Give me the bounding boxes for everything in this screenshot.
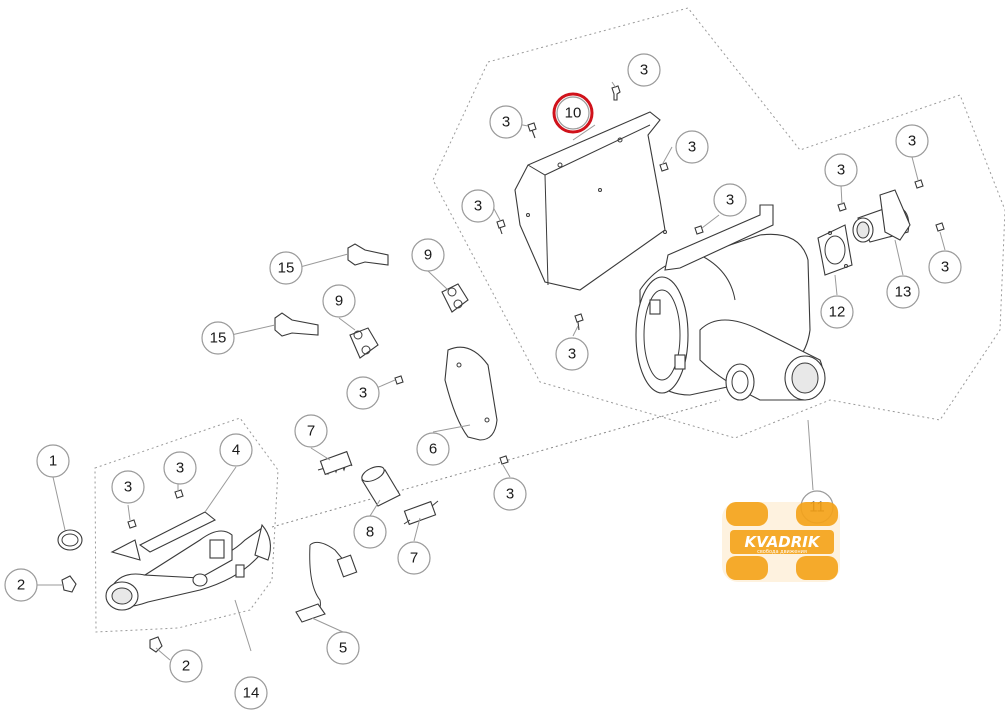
callout-9-upper: 9 [411,238,445,272]
nut-lower [149,636,163,653]
callout-15-upper: 15 [269,251,303,285]
callout-3-rear-b: 3 [895,124,929,158]
callout-3-shield-f: 3 [555,337,589,371]
callout-3-rear-a-label: 3 [837,162,845,179]
spring-lower [403,500,439,526]
screw-4 [496,219,506,235]
callout-3-shield-e-label: 3 [726,192,734,209]
oxygen-sensor [295,541,358,623]
callout-3-shield-f-label: 3 [568,346,576,363]
screw-1 [611,85,621,101]
screw-3 [659,162,669,172]
callout-10-label: 10 [565,105,582,122]
callout-2-upper-label: 2 [17,577,25,594]
callout-3-mid-a-label: 3 [359,385,367,402]
tail-pipe [852,189,911,243]
callout-3-shield-b-label: 3 [502,114,510,131]
screw-9 [935,222,945,232]
callout-9-upper-label: 9 [424,247,432,264]
leader-lines [37,81,946,661]
callout-9-lower-label: 9 [335,293,343,310]
callout-14: 14 [234,676,268,710]
bracket-lower [349,327,379,359]
callout-2-lower-label: 2 [182,658,190,675]
screw-8 [914,179,924,189]
callout-12-label: 12 [829,304,846,321]
bolt-lower [274,312,319,337]
highlight-ring [552,92,594,134]
o-ring [57,529,83,551]
callout-1-label: 1 [49,453,57,470]
callout-3-mid-b-label: 3 [506,486,514,503]
callout-1: 1 [36,444,70,478]
screw-5 [694,225,704,235]
callout-3-mid-a: 3 [346,376,380,410]
callout-15-upper-label: 15 [278,260,295,277]
heat-shield [514,111,667,291]
callout-3-shield-b: 3 [489,105,523,139]
callout-3-shield-c-label: 3 [688,139,696,156]
callout-14-label: 14 [243,685,260,702]
callout-3-rear-a: 3 [824,153,858,187]
callout-7-lower: 7 [397,541,431,575]
callout-13: 13 [886,275,920,309]
screw-12 [127,519,137,529]
muffler-body [635,204,826,401]
header-pipe-group-outline [94,417,279,633]
callout-2-upper: 2 [4,568,38,602]
callout-15-lower-label: 15 [210,330,227,347]
callout-3-shield-c: 3 [675,130,709,164]
callout-3-header-b-label: 3 [176,460,184,477]
callout-3-header-a-label: 3 [124,479,132,496]
screw-11 [499,455,509,465]
spring-upper [317,450,353,476]
callout-12: 12 [820,295,854,329]
screw-10 [394,375,404,385]
callout-8: 8 [353,515,387,549]
callout-9-lower: 9 [322,284,356,318]
callout-6: 6 [416,432,450,466]
sleeve [361,466,401,507]
header-pipe [105,511,271,611]
callout-7-upper-label: 7 [307,423,315,440]
nut-upper [61,575,77,593]
callout-3-header-a: 3 [111,470,145,504]
callout-3-rear-c: 3 [928,250,962,284]
callout-3-shield-e: 3 [713,183,747,217]
screw-6 [574,313,584,331]
callout-8-label: 8 [366,524,374,541]
callout-3-shield-d: 3 [461,189,495,223]
callout-3-rear-b-label: 3 [908,133,916,150]
logo-tagline: свобода движения [757,549,807,555]
callout-3-shield-a: 3 [627,53,661,87]
shield-plate [444,346,498,441]
callout-3-header-b: 3 [163,451,197,485]
callout-4-label: 4 [232,442,240,459]
callout-3-shield-a-label: 3 [640,62,648,79]
callout-15-lower: 15 [201,321,235,355]
bolt-upper [347,243,389,266]
logo-brand: KVADRIK [744,533,820,551]
callout-13-label: 13 [895,284,912,301]
callout-3-shield-d-label: 3 [474,198,482,215]
callout-3-mid-b: 3 [493,477,527,511]
screw-13 [174,489,184,499]
callout-10: 10 [552,92,594,134]
callout-7-lower-label: 7 [410,550,418,567]
callout-2-lower: 2 [169,649,203,683]
callout-5: 5 [326,631,360,665]
callout-4: 4 [219,433,253,467]
callout-5-label: 5 [339,640,347,657]
bracket-upper [441,283,469,313]
screw-2 [527,122,537,139]
callout-3-rear-c-label: 3 [941,259,949,276]
callout-7-upper: 7 [294,414,328,448]
kvadrik-watermark-logo: KVADRIK свобода движения [722,502,840,582]
callout-6-label: 6 [429,441,437,458]
gasket [817,224,853,276]
